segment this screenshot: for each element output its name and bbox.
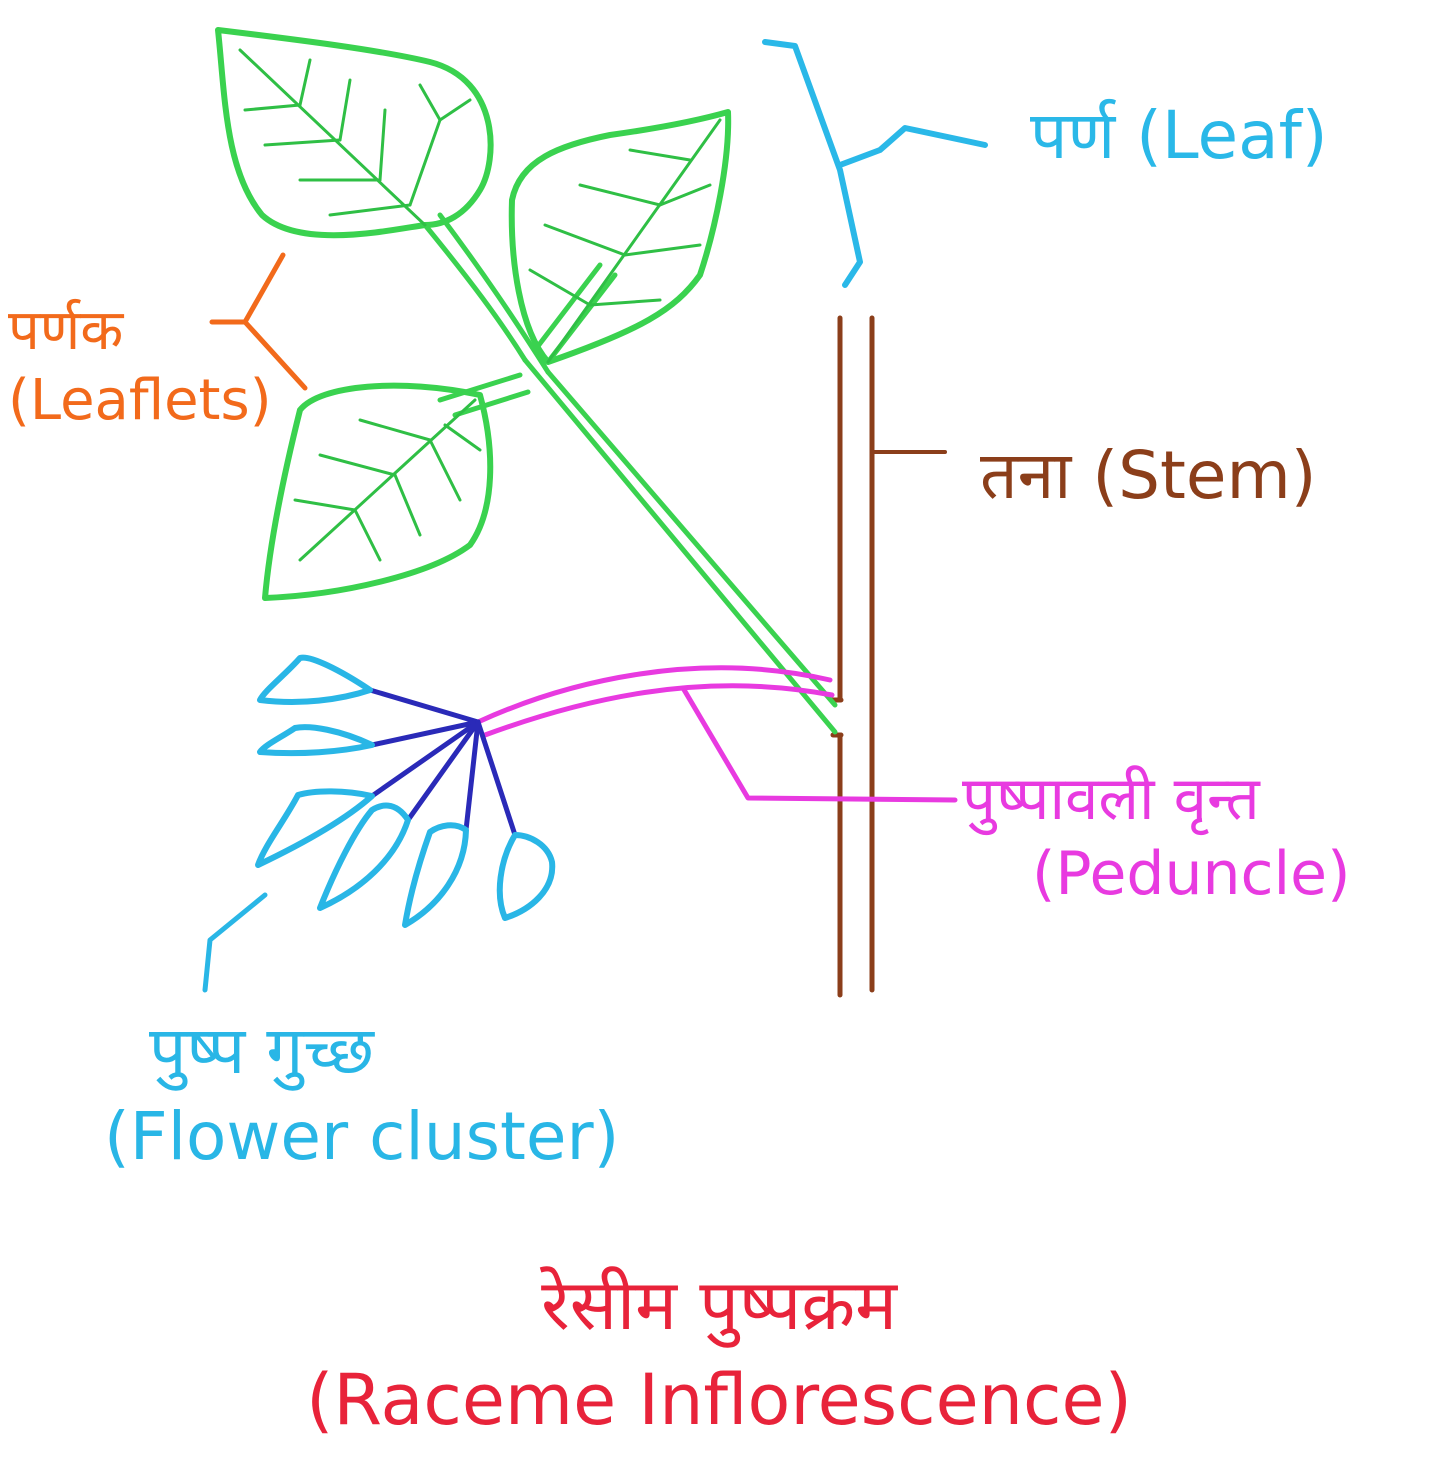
leaflets-label-hindi: पर्णक [8, 298, 124, 363]
diagram-title-hindi: रेसीम पुष्पक्रम [541, 1264, 897, 1346]
peduncle-pointer [680, 685, 958, 803]
leaf-bracket [762, 39, 988, 288]
peduncle-label-hindi: पुष्पावली वृन्त [962, 764, 1260, 834]
flower-cluster [255, 654, 556, 928]
flower-cluster-label: पुष्प गुच्छ (Flower cluster) [104, 1008, 619, 1180]
stem-label: तना (Stem) [980, 437, 1317, 514]
leaflets-bracket [209, 252, 308, 391]
pedicels [367, 687, 518, 838]
leaf-petiole [422, 212, 838, 735]
leaflets-label-english: (Leaflets) [8, 368, 272, 433]
flower-cluster-label-english: (Flower cluster) [104, 1097, 620, 1175]
leaflets-label: पर्णक (Leaflets) [8, 296, 272, 436]
peduncle-label: पुष्पावली वृन्त (Peduncle) [962, 762, 1351, 912]
flower-cluster-label-hindi: पुष्प गुच्छ [149, 1012, 374, 1089]
diagram-title: रेसीम पुष्पक्रम (Raceme Inflorescence) [0, 1258, 1438, 1447]
diagram-title-english: (Raceme Inflorescence) [306, 1358, 1132, 1441]
leaflet-right [508, 109, 732, 365]
leaflet-top [215, 27, 494, 239]
stem [830, 315, 875, 998]
cluster-pointer [202, 892, 268, 993]
peduncle-label-english: (Peduncle) [1032, 839, 1351, 909]
leaflet-bottom [262, 382, 494, 601]
leaf-label: पर्ण (Leaf) [1030, 97, 1328, 174]
peduncle [475, 665, 835, 738]
